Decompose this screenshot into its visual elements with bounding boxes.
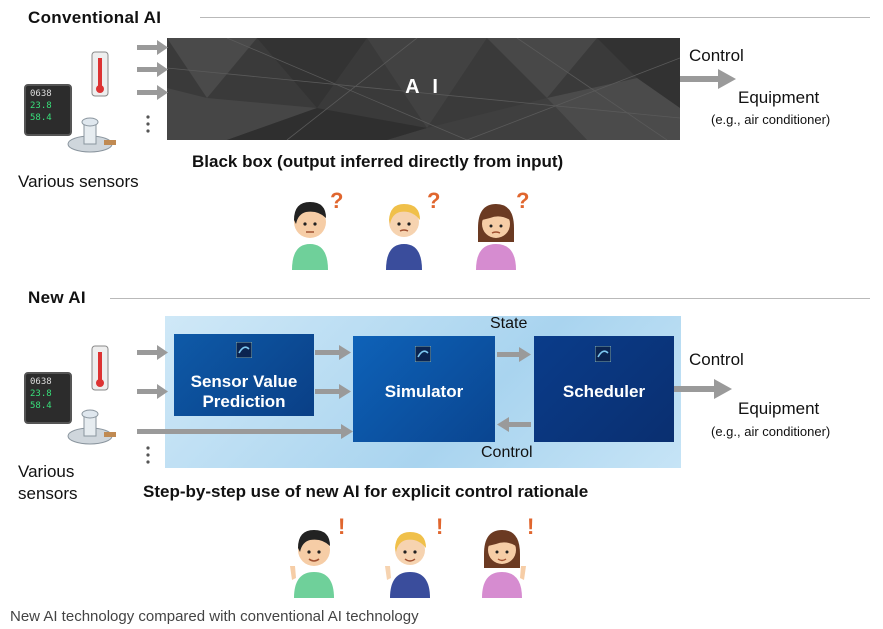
sensors-label-new-ai-line1: Various <box>18 462 75 481</box>
section-divider-conventional <box>200 17 870 18</box>
person-3-confused <box>476 204 516 270</box>
simulator-label: Simulator <box>384 382 464 401</box>
rain-gauge-icon <box>67 409 116 445</box>
exclamation-mark-3: ! <box>527 514 535 539</box>
state-label: State <box>490 315 528 332</box>
person-2-confused <box>386 204 422 270</box>
sensor-reading-2: 23.8 <box>30 389 52 399</box>
person-1-confused <box>292 202 328 270</box>
caption-new-ai: Step-by-step use of new AI for explicit … <box>143 482 589 501</box>
output-arrow-new-ai <box>674 379 732 399</box>
exclamation-mark-1: ! <box>338 514 346 539</box>
thermometer-icon <box>91 51 109 97</box>
equipment-example-new-ai: (e.g., air conditioner) <box>711 424 831 439</box>
input-arrows-conventional <box>137 40 168 133</box>
flow-arrows-new-ai <box>137 345 531 464</box>
rain-gauge-icon <box>67 117 116 153</box>
sensor-display-icon: 0638 23.8 58.4 <box>24 84 72 136</box>
question-mark-2: ? <box>427 188 441 213</box>
black-box-ai: A I <box>167 38 680 140</box>
sensors-label-new-ai-line2: sensors <box>18 484 78 503</box>
sensor-reading-1: 0638 <box>30 89 52 99</box>
feedback-control-label: Control <box>481 444 533 461</box>
person-2-understanding <box>385 532 430 598</box>
section-title-new-ai: New AI <box>28 288 86 307</box>
exclamation-mark-2: ! <box>436 514 444 539</box>
person-3-understanding <box>482 530 526 598</box>
black-box-texture <box>167 38 680 140</box>
figure-caption: New AI technology compared with conventi… <box>10 608 419 625</box>
output-arrow-conventional <box>680 69 736 89</box>
caption-conventional: Black box (output inferred directly from… <box>192 152 564 171</box>
sensor-reading-1: 0638 <box>30 377 52 387</box>
equipment-label-new-ai: Equipment <box>738 399 820 418</box>
person-1-understanding <box>290 530 334 598</box>
ai-logo-icon <box>415 346 431 362</box>
sensor-reading-3: 58.4 <box>30 113 52 123</box>
section-divider-new-ai <box>110 298 870 299</box>
thermometer-icon <box>91 345 109 391</box>
sensor-value-prediction-label: Sensor Value Prediction <box>190 372 298 411</box>
equipment-example-conventional: (e.g., air conditioner) <box>711 112 831 127</box>
equipment-label-conventional: Equipment <box>738 88 820 107</box>
ai-label: A I <box>405 76 442 98</box>
section-title-conventional: Conventional AI <box>28 8 162 27</box>
scheduler-label: Scheduler <box>562 382 646 401</box>
control-label-conventional: Control <box>689 46 744 65</box>
question-mark-1: ? <box>330 188 344 213</box>
sensor-reading-3: 58.4 <box>30 401 52 411</box>
control-label-new-ai: Control <box>689 350 744 369</box>
question-mark-3: ? <box>516 188 530 213</box>
ai-logo-icon <box>236 342 252 358</box>
ai-logo-icon <box>595 346 611 362</box>
sensors-label-conventional: Various sensors <box>18 172 139 191</box>
sensor-display-icon: 0638 23.8 58.4 <box>24 372 72 424</box>
sensor-reading-2: 23.8 <box>30 101 52 111</box>
